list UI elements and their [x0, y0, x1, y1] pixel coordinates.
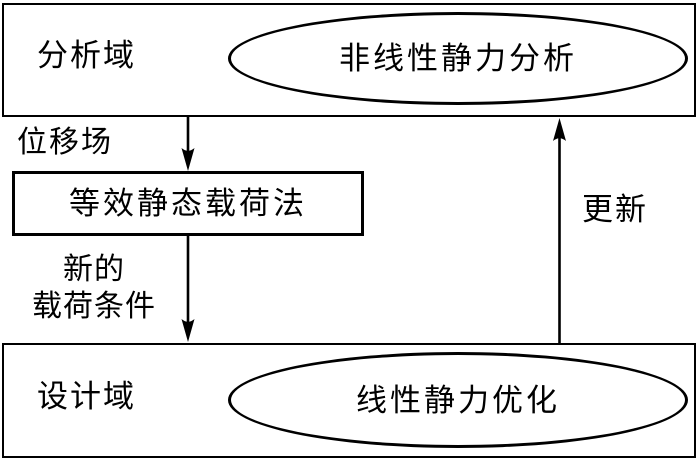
design-domain-label: 设计域: [37, 379, 136, 414]
arrow-analysis-to-eslm-icon: [181, 117, 195, 171]
arrow-design-to-analysis-icon: [553, 118, 566, 343]
update-label: 更新: [582, 192, 648, 227]
displacement-field-label: 位移场: [17, 126, 113, 159]
new-load-condition-line1: 新的: [63, 253, 125, 286]
analysis-domain-box: [2, 3, 696, 117]
new-load-condition-label: 新的 载荷条件: [20, 251, 168, 325]
analysis-domain-label: 分析域: [37, 38, 136, 73]
nonlinear-static-analysis-ellipse: 非线性静力分析: [228, 12, 688, 105]
equivalent-static-load-method-box: 等效静态载荷法: [12, 171, 364, 236]
design-domain-box: [2, 343, 696, 458]
new-load-condition-line2: 载荷条件: [32, 290, 156, 323]
arrow-eslm-to-design-icon: [181, 236, 195, 342]
equivalent-static-load-method-label: 等效静态载荷法: [69, 186, 307, 221]
nonlinear-static-analysis-label: 非线性静力分析: [339, 41, 577, 76]
linear-static-optimization-ellipse: 线性静力优化: [228, 352, 688, 448]
linear-static-optimization-label: 线性静力优化: [356, 382, 560, 418]
